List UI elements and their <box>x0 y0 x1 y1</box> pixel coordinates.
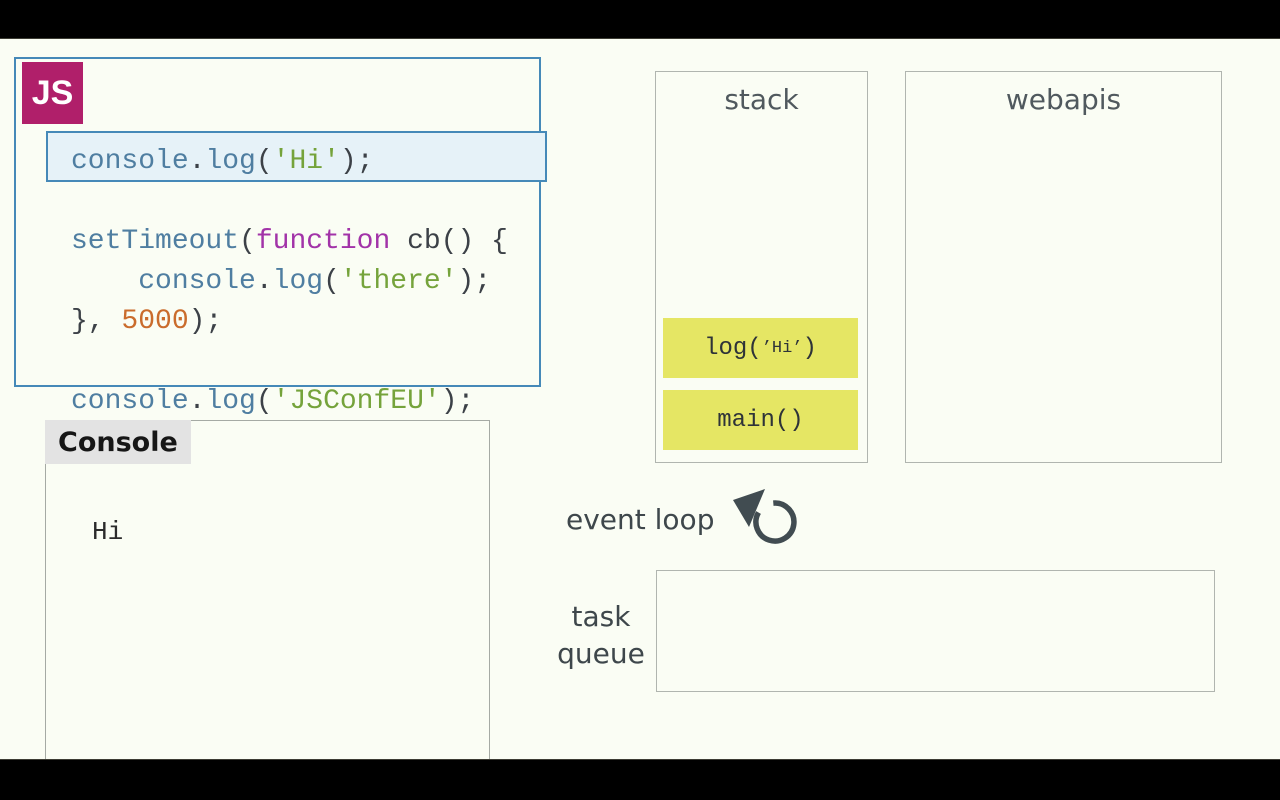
stack-frame: main() <box>663 390 858 450</box>
code-token-number: 5000 <box>121 306 189 337</box>
code-token-string: 'there' <box>339 266 458 297</box>
code-token-punct: . <box>255 266 273 297</box>
code-editor-panel[interactable]: console.log('Hi'); setTimeout(function c… <box>14 57 547 417</box>
stack-frame-text: ) <box>802 334 817 362</box>
console-title: Console <box>58 426 178 458</box>
code-line[interactable]: }, 5000); <box>71 302 508 342</box>
code-line[interactable]: console.log('JSConfEU'); <box>71 382 508 422</box>
console-line: Hi <box>92 517 124 547</box>
stack-frame-text: ’Hi’ <box>761 338 803 358</box>
code-token-ident: console <box>71 146 189 177</box>
task-queue-panel <box>656 570 1215 692</box>
code-token-punct: ( <box>255 146 273 177</box>
code-token-string: 'Hi' <box>272 146 340 177</box>
code-token-punct: }, <box>71 306 122 337</box>
code-token-ident: log <box>205 146 256 177</box>
stack-frame: log(’Hi’) <box>663 318 858 378</box>
rotate-counterclockwise-icon <box>733 489 797 544</box>
code-token-punct: ( <box>323 266 340 297</box>
letterbox-bottom <box>0 759 1280 800</box>
code-line[interactable] <box>71 182 508 222</box>
code-token-punct: ); <box>339 146 374 177</box>
event-loop-label: event loop <box>566 503 715 536</box>
code-token-punct: ); <box>457 266 492 297</box>
letterbox-top <box>0 0 1280 39</box>
task-queue-label: task queue <box>548 598 654 672</box>
webapis-panel: webapis <box>905 71 1222 463</box>
stack-frame-text: log( <box>704 334 762 362</box>
console-panel <box>45 420 490 762</box>
js-logo-text: JS <box>31 73 74 112</box>
webapis-title: webapis <box>1005 83 1122 116</box>
code-token-ident: console <box>138 266 256 297</box>
code-token-punct <box>71 266 138 297</box>
stack-frames: log(’Hi’) main() <box>663 318 858 450</box>
code-token-ident: setTimeout <box>71 226 240 257</box>
code-line[interactable] <box>71 342 508 382</box>
task-queue-items <box>663 577 1208 685</box>
js-logo: JS <box>22 62 83 124</box>
code-token-punct: . <box>188 146 206 177</box>
code-token-punct: ); <box>188 306 223 337</box>
code-line[interactable]: setTimeout(function cb() { <box>71 222 508 262</box>
code-token-keyword: function <box>255 226 391 257</box>
task-queue-label-line1: task <box>571 600 631 633</box>
code-token-ident: log <box>205 386 256 417</box>
stack-frame-text: main() <box>717 406 804 434</box>
code-token-string: 'JSConfEU' <box>272 386 441 417</box>
console-label: Console <box>45 420 191 464</box>
code-token-ident: log <box>272 266 324 297</box>
active-line-highlight <box>46 131 547 182</box>
code-lines[interactable]: console.log('Hi'); setTimeout(function c… <box>71 142 508 422</box>
code-token-ident: console <box>71 386 189 417</box>
console-output: Hi <box>92 514 123 550</box>
stack-title: stack <box>724 83 799 116</box>
code-token-punct: . <box>188 386 206 417</box>
code-token-punct: ( <box>255 386 273 417</box>
code-token-punct: ( <box>239 226 256 257</box>
code-token-punct: cb() { <box>390 226 508 257</box>
task-queue-label-line2: queue <box>557 637 645 670</box>
code-token-punct: ); <box>440 386 475 417</box>
code-line[interactable]: console.log('Hi'); <box>71 142 508 182</box>
stack-panel: stack log(’Hi’) main() <box>655 71 868 463</box>
code-line[interactable]: console.log('there'); <box>71 262 508 302</box>
